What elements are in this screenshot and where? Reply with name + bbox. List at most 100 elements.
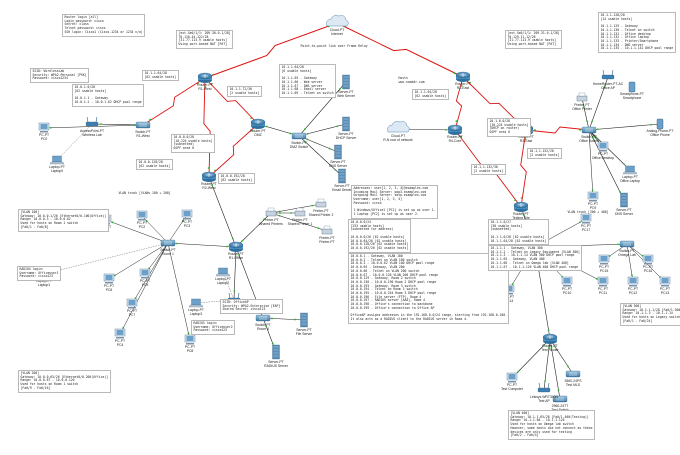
- note-line: 10.0.0.128/28: [138, 160, 163, 164]
- note-line: Range: 10.1.1.3 - 10.1.1.14: [622, 311, 673, 316]
- link-status-dot: [445, 128, 447, 131]
- pc-icon[interactable]: [597, 276, 609, 287]
- test-mlsw-icon[interactable]: [565, 370, 581, 378]
- link-status-dot: [149, 118, 152, 121]
- west-router-icon[interactable]: [197, 72, 213, 83]
- link-status-dot: [619, 191, 621, 193]
- note-line: [31.77.113.9 usable hosts]: [507, 38, 556, 43]
- note-serial-mid: 10.1.1.72/30[2 usable hosts]: [227, 86, 262, 98]
- link-status-dot: [233, 290, 236, 292]
- printer2-icon[interactable]: [315, 198, 327, 208]
- note-line: [10,224 usable hosts]: [489, 122, 529, 127]
- dmz-router-icon[interactable]: [250, 118, 266, 129]
- pc-icon[interactable]: [139, 268, 151, 279]
- link-status-dot: [210, 82, 213, 85]
- internet-icon[interactable]: [326, 15, 349, 27]
- pc-icon[interactable]: [181, 209, 193, 220]
- link-status-dot: [328, 147, 331, 150]
- note-line: 10.1.1.1 - Gateway, VLAN 300: [490, 246, 543, 250]
- link-status-dot: [339, 87, 341, 90]
- link-status-dot: [290, 212, 292, 214]
- west-ap-icon[interactable]: [85, 116, 99, 127]
- office-laptop-icon[interactable]: [622, 165, 638, 175]
- dns-east-icon[interactable]: [620, 192, 628, 208]
- dns-server-icon[interactable]: [334, 144, 342, 160]
- test-router-icon[interactable]: [542, 333, 558, 344]
- pc-icon[interactable]: [598, 254, 610, 265]
- pc-icon[interactable]: [580, 213, 592, 224]
- pc-icon[interactable]: [184, 334, 196, 345]
- pc-icon[interactable]: [642, 254, 654, 265]
- west-ap-sw-icon[interactable]: [135, 121, 151, 129]
- note-line: [253 usable hosts]: [350, 223, 385, 228]
- file-server-icon[interactable]: [300, 312, 308, 328]
- note-line: [62 usable hosts]: [138, 163, 171, 168]
- east-phone-icon[interactable]: [628, 81, 636, 93]
- hosts-cloud-icon[interactable]: [387, 121, 410, 133]
- analog-phone-icon[interactable]: [656, 118, 664, 130]
- note-isp-west: [ext-Se0/1/1: 209.30.0.1/28]70.116.44.12…: [176, 30, 234, 49]
- pc-icon[interactable]: [126, 298, 138, 309]
- link-east-office-sw-analog-phone: [588, 123, 661, 131]
- pc-icon[interactable]: [38, 122, 50, 133]
- test-sw-icon[interactable]: [552, 395, 568, 403]
- laptop-icon[interactable]: [49, 155, 65, 165]
- pc-icon[interactable]: [114, 328, 126, 339]
- note-dhcp-left2: [VLAN 200]Gateway: 10.0.0.65/26 [Etherne…: [18, 370, 111, 393]
- omega-sw-icon[interactable]: [619, 240, 635, 248]
- shared-printers-icon[interactable]: [265, 207, 277, 217]
- pc-icon[interactable]: [587, 191, 599, 202]
- pc-icon[interactable]: [136, 210, 148, 221]
- test-ap-icon[interactable]: [537, 382, 551, 393]
- printer-east-icon[interactable]: [576, 92, 588, 102]
- note-line: devices are only used for testing: [510, 429, 572, 434]
- east-router-icon[interactable]: [455, 71, 471, 82]
- note-line: 10.1.1.134 - DNS server: [600, 42, 644, 47]
- laptop-icon[interactable]: [215, 267, 231, 277]
- east-core-icon[interactable]: [447, 124, 463, 135]
- east-ap-icon[interactable]: [601, 69, 615, 80]
- office-router-icon[interactable]: [228, 241, 244, 252]
- note-line: 10.1.1.2 - Telnet on Legacy Equipment [V…: [490, 249, 580, 254]
- note-east-vlan-trunk: VLAN trunk [300 + 400]: [566, 210, 610, 216]
- note-line: [62 usable hosts]: [144, 74, 177, 79]
- dhcp-server-icon[interactable]: [342, 116, 350, 132]
- pc-icon[interactable]: [561, 276, 573, 287]
- dmz-switch-icon[interactable]: [291, 132, 307, 140]
- east-office-sw-icon[interactable]: [581, 126, 597, 134]
- room4-sw-icon[interactable]: [255, 314, 271, 322]
- printer1-icon[interactable]: [294, 207, 306, 217]
- note-line: [62 usable hosts]: [414, 93, 447, 98]
- pc-icon[interactable]: [627, 276, 639, 287]
- printer3-icon[interactable]: [321, 225, 333, 235]
- pc-icon[interactable]: [659, 276, 671, 287]
- note-line: Incoming Mail Server: pop3.examplex.com: [353, 189, 427, 194]
- east-desktop-icon[interactable]: [597, 141, 609, 152]
- web-server-icon[interactable]: [342, 74, 350, 90]
- note-line: SSID: OfficeAP: [222, 300, 249, 304]
- radius-server-icon[interactable]: [272, 344, 280, 360]
- note-line: Secret: class: [64, 22, 89, 27]
- pc-icon[interactable]: [103, 273, 115, 284]
- link-status-dot: [271, 342, 274, 345]
- laptop-icon[interactable]: [188, 298, 204, 308]
- east-lab-router-icon[interactable]: [513, 201, 529, 212]
- office-sw-icon[interactable]: [160, 239, 176, 247]
- link-status-dot: [455, 120, 458, 123]
- link-status-dot: [542, 344, 545, 347]
- west-core-icon[interactable]: [201, 171, 217, 182]
- email-server-icon[interactable]: [338, 168, 346, 184]
- link-status-dot: [311, 204, 314, 207]
- note-line: 10.0.0.130 - 10.0.0.190 Room 2 DHCP pool…: [350, 279, 437, 284]
- test-computer-icon[interactable]: [506, 372, 518, 383]
- link-status-dot: [196, 82, 199, 85]
